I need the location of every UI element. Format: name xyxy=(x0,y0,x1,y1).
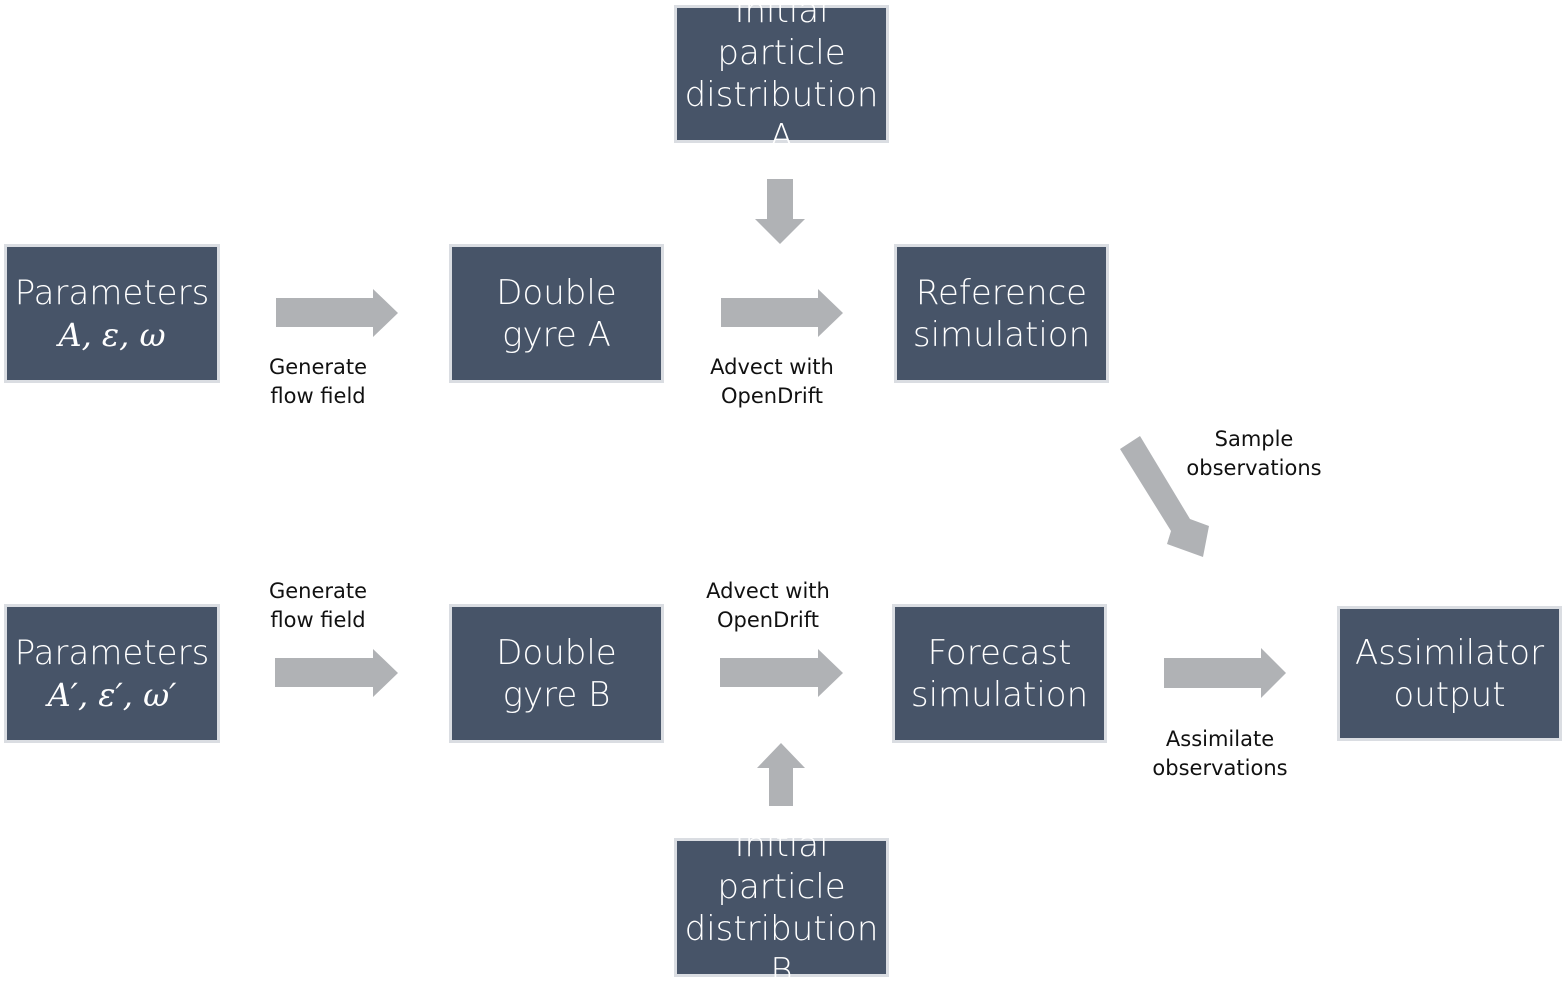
box-parameters-b: Parameters A′, ε′, ω′ xyxy=(4,604,220,743)
arrow-initial-a-down xyxy=(755,179,805,244)
box-initial-distribution-b: Initial particle distribution B xyxy=(674,825,889,991)
label-line: Sample xyxy=(1214,427,1294,451)
box-initial-distribution-a: Initial particle distribution A xyxy=(674,0,889,157)
label-line: OpenDrift xyxy=(721,384,823,408)
label-assimilate-observations: Assimilate observations xyxy=(1152,725,1287,783)
box-text: Parameters xyxy=(14,632,210,673)
label-line: OpenDrift xyxy=(717,608,819,632)
box-math: A′, ε′, ω′ xyxy=(47,675,177,714)
box-text: gyre A xyxy=(502,314,611,355)
label-line: observations xyxy=(1152,756,1288,780)
box-text: distribution A xyxy=(684,75,879,157)
arrow-params-b-to-gyre-b xyxy=(275,649,398,697)
arrow-params-a-to-gyre-a xyxy=(276,289,398,337)
label-line: observations xyxy=(1186,456,1322,480)
box-text: Initial particle xyxy=(717,824,846,907)
box-text: gyre B xyxy=(502,674,611,715)
box-double-gyre-a: Double gyre A xyxy=(449,244,664,383)
label-line: Assimilate xyxy=(1165,727,1275,751)
box-text: Reference xyxy=(915,272,1088,313)
label-line: Generate xyxy=(268,355,368,379)
label-advect-b: Advect with OpenDrift xyxy=(706,577,830,635)
box-text: Double xyxy=(496,632,617,673)
label-generate-flow-field-a: Generate flow field xyxy=(269,353,367,411)
box-reference-simulation: Reference simulation xyxy=(894,244,1109,383)
box-assimilator-output: Assimilator output xyxy=(1337,606,1562,741)
label-line: flow field xyxy=(270,608,366,632)
box-text: Assimilator xyxy=(1354,632,1545,673)
label-line: Advect with xyxy=(710,355,834,379)
box-math: A, ε, ω xyxy=(58,315,166,354)
label-advect-a: Advect with OpenDrift xyxy=(710,353,834,411)
box-forecast-simulation: Forecast simulation xyxy=(892,604,1107,743)
arrow-forecast-to-assimilator xyxy=(1164,648,1286,698)
arrow-gyre-a-to-reference xyxy=(721,289,843,337)
label-line: Advect with xyxy=(706,579,830,603)
box-double-gyre-b: Double gyre B xyxy=(449,604,664,743)
box-text: simulation xyxy=(912,314,1091,355)
arrow-reference-to-sample xyxy=(1120,436,1209,557)
box-text: distribution B xyxy=(684,908,879,991)
arrow-initial-b-up xyxy=(757,743,805,806)
box-text: Forecast xyxy=(927,632,1072,673)
box-text: Parameters xyxy=(14,272,210,313)
label-line: flow field xyxy=(270,384,366,408)
box-text: Double xyxy=(496,272,617,313)
label-generate-flow-field-b: Generate flow field xyxy=(269,577,367,635)
box-text: simulation xyxy=(910,674,1089,715)
box-text: output xyxy=(1393,674,1506,715)
label-line: Generate xyxy=(268,579,368,603)
arrow-gyre-b-to-forecast xyxy=(720,649,843,697)
box-parameters-a: Parameters A, ε, ω xyxy=(4,244,220,383)
box-text: Initial particle xyxy=(717,0,846,73)
label-sample-observations: Sample observations xyxy=(1186,425,1321,483)
